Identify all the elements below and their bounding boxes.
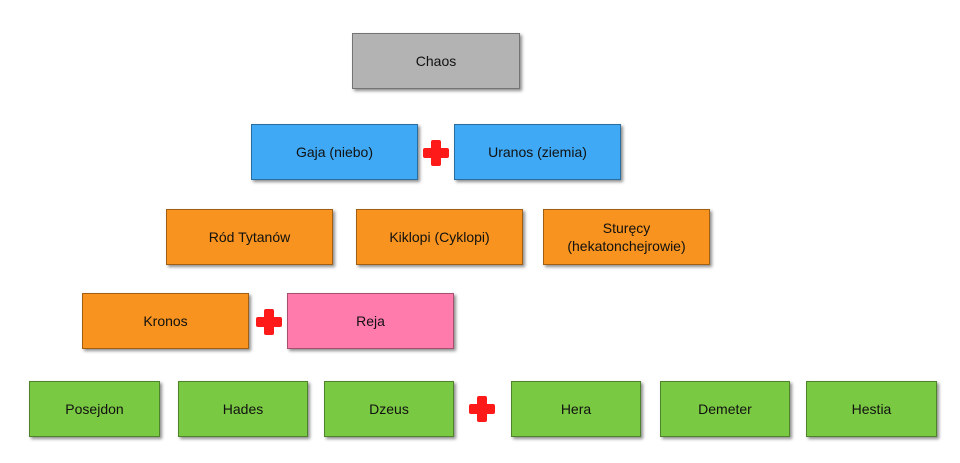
node-label: Kiklopi (Cyklopi): [389, 229, 490, 245]
node-kiklopi: Kiklopi (Cyklopi): [356, 209, 523, 265]
node-label: Reja: [356, 313, 385, 329]
node-label: Dzeus: [369, 401, 409, 417]
node-label: Ród Tytanów: [208, 229, 291, 245]
plus-icon: [423, 140, 449, 166]
node-label: Gaja (niebo): [295, 144, 374, 160]
node-hestia: Hestia: [806, 381, 937, 437]
node-hades: Hades: [178, 381, 308, 437]
node-label-line1: Sturęcy: [602, 220, 651, 236]
node-dzeus: Dzeus: [324, 381, 454, 437]
node-label: Kronos: [143, 313, 188, 329]
plus-icon: [256, 309, 282, 335]
node-reja: Reja: [287, 293, 454, 349]
node-gaja: Gaja (niebo): [251, 124, 418, 180]
node-hera: Hera: [511, 381, 641, 437]
node-chaos: Chaos: [352, 33, 520, 89]
node-posejdon: Posejdon: [29, 381, 160, 437]
node-label: Hades: [222, 401, 264, 417]
node-sturecy: Sturęcy (hekatonchejrowie): [543, 209, 710, 265]
node-demeter: Demeter: [660, 381, 790, 437]
node-kronos: Kronos: [82, 293, 249, 349]
node-label: Uranos (ziemia): [488, 144, 587, 160]
node-label-line2: (hekatonchejrowie): [567, 238, 686, 254]
node-label: Posejdon: [65, 401, 124, 417]
plus-icon: [469, 396, 495, 422]
node-label: Hera: [560, 401, 592, 417]
node-uranos: Uranos (ziemia): [454, 124, 621, 180]
node-rod-tytanow: Ród Tytanów: [166, 209, 333, 265]
node-label: Demeter: [698, 401, 752, 417]
node-label: Hestia: [851, 401, 892, 417]
node-label: Chaos: [415, 53, 457, 69]
